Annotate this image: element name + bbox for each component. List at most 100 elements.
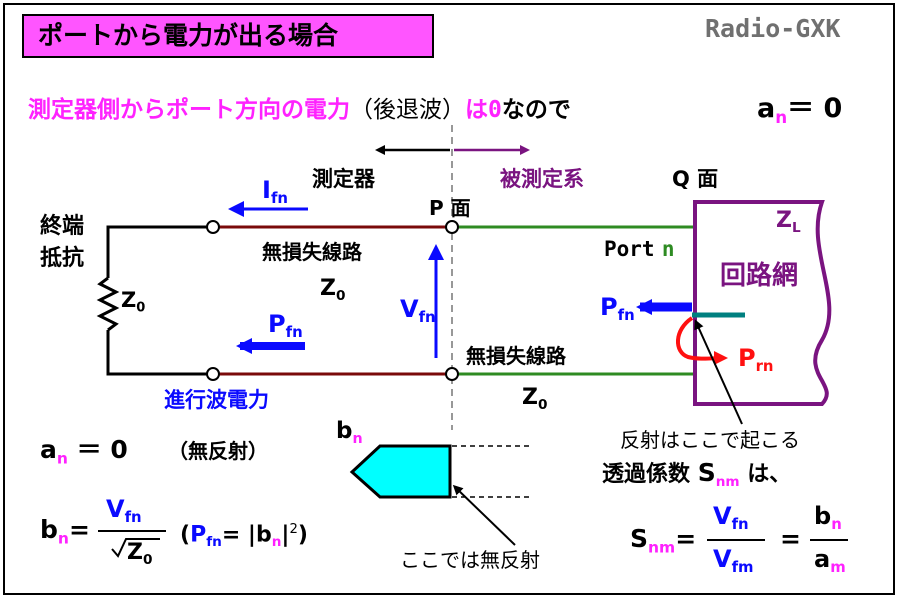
label-network: 回路網 [720,261,799,291]
eq-v2-base: V [713,545,732,573]
p-base: P [268,310,286,338]
label-zl: ZL [776,208,801,236]
eq-v2-sub: fm [731,558,754,577]
eq-den-base: Z [127,540,143,565]
label-line-left: 無損失線路 [262,240,362,264]
label-z0-right: Z0 [522,385,547,413]
headline-tail: なので [501,97,571,123]
eq-snm-num: Vfn [713,502,749,533]
eq-pfn-eq: = |b [221,522,272,548]
z0l-base: Z [320,276,336,301]
port-text: Port [604,237,655,261]
eq-a-sub: m [830,558,846,577]
label-bn-shape: bn [336,418,363,447]
label-reflected-power: Prn [738,344,774,375]
label-power-left: Pfn [268,310,303,341]
v-base: V [400,295,419,323]
eq-an-zero: an ＝ 0 [40,430,128,467]
termination-wire [106,225,212,278]
headline: 測定器側からポート方向の電力（後退波）は0なので [28,90,571,124]
label-power-right: Pfn [600,293,635,324]
label-termination-1: 終端 [40,214,85,239]
headline-text-magenta: 測定器側からポート方向の電力 [28,97,350,123]
label-voltage: Vfn [400,295,436,326]
pr-base: P [600,293,618,321]
z0rt-sub: 0 [537,396,548,413]
eq-paren-open: ( [180,522,191,548]
eq-s2-eq: = [675,524,697,553]
eq-num-sub: fn [124,508,142,527]
prn-sub: rn [755,357,774,376]
eq-s2-base: S [630,524,649,553]
eq-an-sub: n [56,449,68,468]
headline-wa: は [465,97,488,123]
terminal-p-top [445,220,459,234]
reflection-arc [676,316,728,366]
label-traveling-power: 進行波電力 [164,388,269,412]
headline-paren: （後退波） [350,97,465,123]
zl-sub: L [791,219,801,236]
eq-v1-sub: fn [731,515,749,534]
eq-trans-label: 透過係数 [602,462,691,487]
eq-snm-bn: bn [814,502,842,533]
network-outline [693,200,832,406]
eq-snm-den: Vfm [713,545,754,576]
label-measuring-device: 測定器 [312,167,375,191]
eq-pfn: (Pfn= |bn|2) [180,522,308,550]
label-q-plane: Q 面 [672,167,719,191]
sqrt-sign [111,538,160,558]
pr-sub: fn [617,306,635,325]
eq-snm-eq2: = [780,524,801,553]
eq-v1-base: V [713,502,732,530]
eq-bn-eq: = [68,515,90,544]
eq-num-base: V [106,495,125,523]
eq-bn-numerator: Vfn [106,495,142,526]
eq-b-sub: n [831,515,842,534]
bn-pentagon [349,444,452,499]
eq-den-sub: 0 [142,551,153,568]
label-current: Ifn [262,176,288,207]
eq-bn-base: b [40,515,58,544]
label-p-plane: P 面 [429,196,471,220]
label-dut: 被測定系 [500,167,584,191]
termination-wire-bottom [106,330,212,376]
z0r-base: Z [121,288,137,312]
eq-snm-lhs: Snm= [630,524,696,556]
terminal-left-bottom [206,367,220,381]
eq-snm-wa: は、 [747,462,792,487]
eq-b-base: b [814,502,832,530]
eq-snm-base: S [697,458,716,487]
z0rt-base: Z [522,385,538,410]
eq-a-base: a [814,545,831,573]
label-port: Port n [604,237,675,261]
eq-pfn-exp: 2 [289,522,298,537]
title-text: ポートから電力が出る場合 [38,21,339,50]
headline-an: an＝ 0 [757,86,842,127]
prn-base: P [738,344,756,372]
bns-sub: n [352,430,363,447]
i-sub: fn [270,189,288,208]
an-sub: n [775,106,788,127]
eq-an-rest: ＝ 0 [76,435,128,464]
outer-frame [3,3,895,595]
label-z0-resistor: Z0 [121,288,145,316]
an-eq: ＝ 0 [787,93,843,124]
eq-s2-sub: nm [648,538,676,557]
label-reflection-here: 反射はここで起こる [620,428,800,452]
eq-pfn-bsub: n [271,534,282,551]
pointer-no-reflection [452,484,516,546]
eq-transmission: 透過係数 Snm は、 [602,456,791,490]
eq-bn-denominator: Z0 [127,540,152,568]
eq-snm-sub: nm [715,473,740,490]
z0l-sub: 0 [335,287,346,304]
terminal-p-bottom [445,367,459,381]
p-sub: fn [285,323,303,342]
pointer-reflection [694,319,743,425]
eq-an-base: a [40,435,57,464]
resistor [96,276,120,332]
z0r-sub: 0 [136,300,146,316]
eq-snm-am: am [814,545,846,576]
label-no-reflection-here: ここでは無反射 [400,548,540,572]
